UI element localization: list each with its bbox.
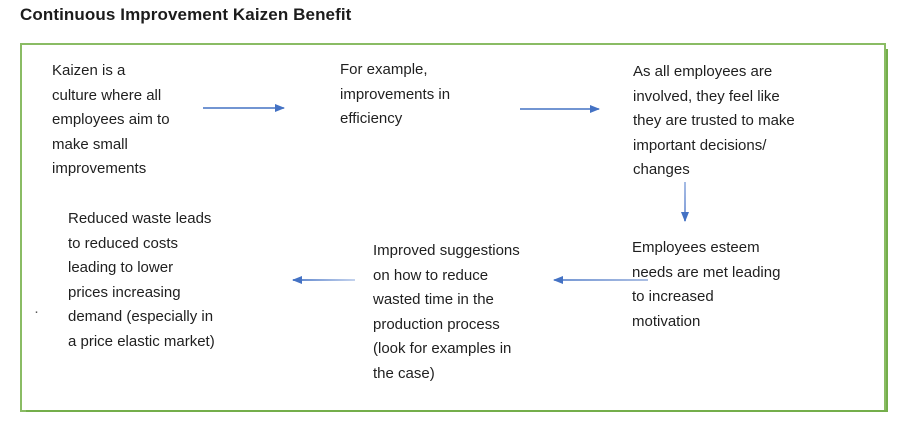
node-improved-suggestions: Improved suggestions on how to reduce wa… xyxy=(373,242,520,382)
node-reduced-waste: Reduced waste leads to reduced costs lea… xyxy=(68,210,215,350)
node-esteem-motivation: Employees esteem needs are met leading t… xyxy=(632,239,781,330)
node-kaizen-culture: Kaizen is a culture where all employees … xyxy=(52,62,170,177)
frame-shadow-bottom xyxy=(26,410,888,412)
node-example-efficiency: For example, improvements in efficiency xyxy=(340,61,451,127)
node-employees-trusted: As all employees are involved, they feel… xyxy=(633,63,795,178)
diagram-frame xyxy=(20,43,886,412)
stray-bullet: · xyxy=(34,303,39,320)
page-title: Continuous Improvement Kaizen Benefit xyxy=(20,5,352,24)
frame-shadow-right xyxy=(886,49,888,412)
